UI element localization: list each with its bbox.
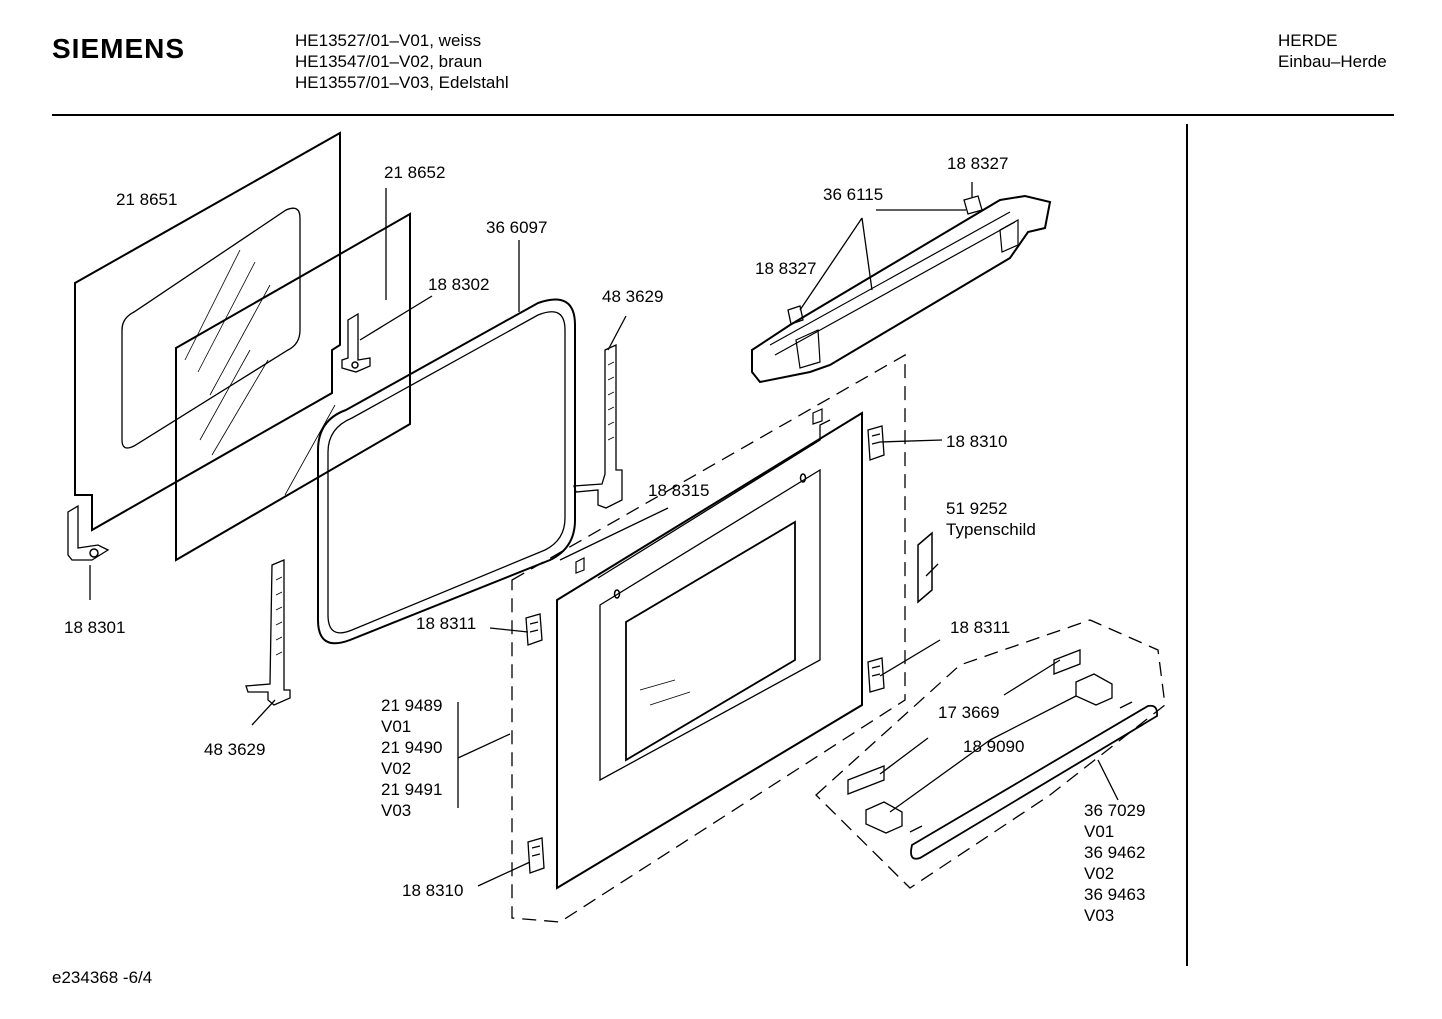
inner-glass-pane [175,212,411,562]
label-188301: 18 8301 [64,618,125,637]
handle-cap-top [1075,673,1113,706]
clip-top [963,195,983,215]
hinge-block-bottom-right [867,657,885,693]
label-189090: 18 9090 [963,737,1024,756]
spacer-bottom [847,765,885,795]
label-handle-variant-2: 36 9462 [1084,843,1145,862]
label-366097: 36 6097 [486,218,547,237]
model-line-2: HE13547/01–V02, braun [295,52,483,71]
label-218652: 21 8652 [384,163,445,182]
label-188315: 18 8315 [648,481,709,500]
label-188310-bottom: 18 8310 [402,881,463,900]
model-line-3: HE13557/01–V03, Edelstahl [295,73,509,92]
label-188311-left: 18 8311 [416,614,476,633]
handle-cap-bottom [865,801,903,834]
clip-left [787,305,804,325]
label-door-variant-2: 21 9490 [381,738,442,757]
glass-bracket-top [341,312,371,373]
spacer-top [1053,649,1081,675]
label-519252: 51 9252 [946,499,1007,518]
door-handle [909,701,1158,860]
hinge-block-left [525,613,543,646]
door-assembly-boundary [511,353,906,923]
label-handle-variant-3: 36 9463 [1084,885,1145,904]
label-door-variant-1: 21 9489 [381,696,442,715]
label-483629-top: 48 3629 [602,287,663,306]
label-handle-variant-3-code: V03 [1084,906,1114,925]
label-366115: 36 6115 [823,185,883,204]
label-188310-right: 18 8310 [946,432,1007,451]
rating-plate [917,531,933,604]
top-frame-strip [751,194,1052,384]
header-divider [52,114,1394,116]
category-line-2: Einbau–Herde [1278,52,1387,71]
hinge-right [573,343,623,509]
label-door-variant-3-code: V03 [381,801,411,820]
glass-bracket-bottom [67,504,110,561]
label-188302: 18 8302 [428,275,489,294]
label-173669: 17 3669 [938,703,999,722]
model-list: HE13527/01–V01, weiss HE13547/01–V02, br… [295,30,509,93]
label-handle-variant-2-code: V02 [1084,864,1114,883]
side-divider [1186,124,1188,966]
outer-glass-pane [74,131,341,532]
door-seal [317,298,576,645]
label-218651: 21 8651 [116,190,177,209]
label-188327-left: 18 8327 [755,259,816,278]
category-block: HERDE Einbau–Herde [1278,30,1387,72]
small-clip-a [575,557,585,574]
label-handle-variant-1-code: V01 [1084,822,1114,841]
outer-door-panel [556,411,863,890]
label-188327-top: 18 8327 [947,154,1008,173]
label-typenschild: Typenschild [946,520,1036,539]
document-id: e234368 -6/4 [52,968,153,987]
label-door-variant-2-code: V02 [381,759,411,778]
label-door-variant-1-code: V01 [381,717,411,736]
leader-lines [89,182,1119,887]
label-188311-right: 18 8311 [950,618,1010,637]
small-clip-b [812,408,823,425]
hinge-block-top-right [867,425,885,461]
label-handle-variant-1: 36 7029 [1084,801,1145,820]
label-483629-bottom: 48 3629 [204,740,265,759]
label-door-variant-3: 21 9491 [381,780,442,799]
model-line-1: HE13527/01–V01, weiss [295,31,482,50]
hinge-block-bottom-left [527,837,545,874]
category-line-1: HERDE [1278,31,1338,50]
brand-logo: SIEMENS [52,33,186,64]
hinge-left [245,559,291,706]
